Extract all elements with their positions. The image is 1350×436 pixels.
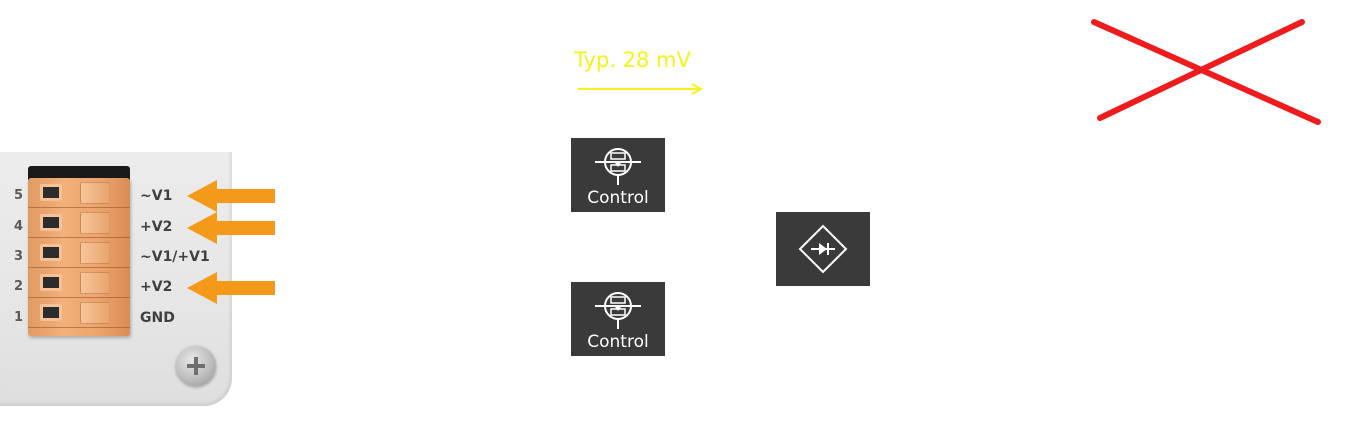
control-label: Control	[587, 188, 649, 208]
pin-label: +V2	[140, 219, 173, 235]
mosfet-icon	[595, 148, 641, 185]
release-lever	[80, 242, 110, 264]
screw-slot-graphic	[187, 357, 205, 375]
input-arrow-pin-5	[187, 180, 275, 212]
wire-entry-hole	[40, 274, 62, 291]
diode-triangle	[819, 243, 827, 255]
pin-number: 1	[14, 310, 24, 325]
release-lever	[80, 272, 110, 294]
pin-number: 4	[14, 219, 24, 234]
wire-entry-hole	[40, 214, 62, 231]
arrow-head	[691, 83, 704, 95]
pin-label: ~V1/+V1	[140, 249, 210, 265]
release-lever	[80, 302, 110, 324]
control-block-bottom: Control	[571, 282, 665, 356]
wire-entry-hole	[40, 304, 62, 321]
cross-stroke-1	[1091, 19, 1321, 125]
pin-label: GND	[140, 310, 175, 326]
voltage-drop-arrow	[578, 83, 704, 95]
mosfet-icon	[595, 292, 641, 329]
mosfet-channel	[610, 152, 626, 160]
pin-label: ~V1	[140, 188, 173, 204]
arrow-shaft	[215, 281, 275, 295]
arrow-head	[187, 212, 217, 244]
release-lever	[80, 212, 110, 234]
arrow-shaft	[215, 221, 275, 235]
mosfet-diode	[615, 307, 621, 311]
input-arrow-pin-4	[187, 212, 275, 244]
terminal-block-connector	[28, 178, 130, 336]
pin-label: +V2	[140, 279, 173, 295]
terminal-slot	[28, 208, 130, 238]
screw-slot-horizontal	[187, 364, 205, 368]
screw-icon	[176, 346, 216, 386]
terminal-slot	[28, 298, 130, 328]
connector-housing-top	[28, 166, 130, 180]
wire-entry-hole	[40, 184, 62, 201]
control-label: Control	[587, 332, 649, 352]
pin-number: 2	[14, 279, 24, 294]
diode-icon	[798, 224, 848, 274]
mosfet-channel	[610, 296, 626, 304]
arrow-shaft	[215, 189, 275, 203]
arrow-head	[187, 272, 217, 304]
input-arrow-pin-2	[187, 272, 275, 304]
terminal-slot	[28, 268, 130, 298]
diode-block	[776, 212, 870, 286]
voltage-drop-label: Typ. 28 mV	[574, 48, 691, 72]
terminal-slot	[28, 178, 130, 208]
control-block-top: Control	[571, 138, 665, 212]
cross-icon	[1091, 19, 1321, 125]
diode-outline	[798, 224, 848, 274]
pin-number: 3	[14, 249, 24, 264]
mosfet-diode	[615, 163, 621, 167]
arrow-head	[187, 180, 217, 212]
cross-stroke-2	[1097, 19, 1305, 121]
wire-entry-hole	[40, 244, 62, 261]
release-lever	[80, 182, 110, 204]
terminal-slot	[28, 238, 130, 268]
pin-number: 5	[14, 188, 24, 203]
